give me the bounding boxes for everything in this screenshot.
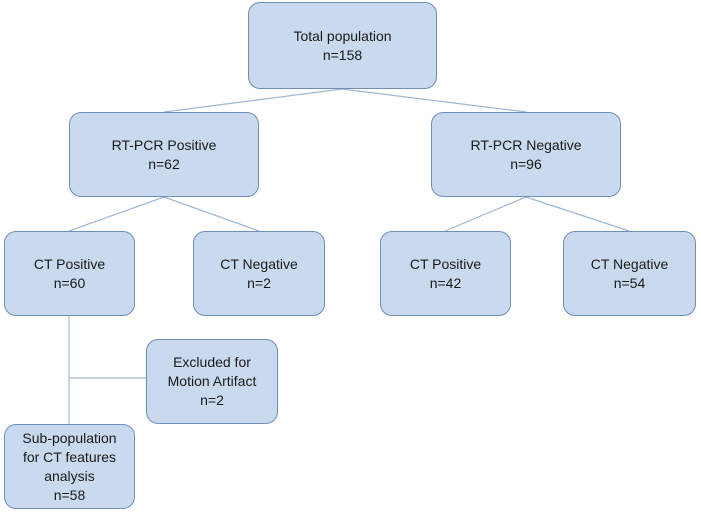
node-label: CT Negative — [590, 255, 669, 272]
node-count: n=158 — [322, 46, 363, 63]
node-label: Motion Artifact — [167, 373, 257, 389]
connector-pcrneg-to-ctpos — [444, 196, 527, 232]
node-label: RT-PCR Negative — [470, 136, 582, 153]
node-subpopulation-ct-analysis: Sub-population for CT features analysis … — [4, 424, 135, 509]
node-count: n=2 — [247, 274, 271, 291]
node-label: CT Negative — [220, 255, 298, 272]
node-label: Total population — [293, 27, 392, 44]
node-ct-negative-pcr-negative: CT Negative n=54 — [563, 231, 696, 316]
node-label: Excluded for — [173, 354, 251, 370]
node-count: n=58 — [53, 486, 86, 503]
connector-pcrpos-to-ctpos — [68, 196, 165, 232]
node-label: analysis — [44, 467, 95, 484]
node-ct-positive-pcr-negative: CT Positive n=42 — [380, 231, 511, 316]
node-count: n=2 — [200, 392, 224, 408]
connector-total-to-pcrpos — [163, 88, 343, 113]
node-rtpcr-negative: RT-PCR Negative n=96 — [431, 112, 621, 197]
node-excluded-motion-artifact: Excluded for Motion Artifact n=2 — [146, 339, 278, 424]
node-count: n=54 — [613, 274, 646, 291]
connector-total-to-pcrneg — [341, 88, 527, 113]
node-label: for CT features — [22, 448, 117, 465]
connector-pcrpos-to-ctneg — [163, 196, 260, 232]
connector-pcrneg-to-ctneg — [525, 196, 630, 232]
node-count: n=62 — [148, 155, 180, 172]
node-label: RT-PCR Positive — [111, 136, 217, 153]
node-label: CT Positive — [33, 255, 106, 272]
node-count: n=96 — [510, 155, 542, 172]
node-count: n=42 — [429, 274, 462, 291]
node-count: n=60 — [53, 274, 86, 291]
node-total-population: Total population n=158 — [248, 2, 437, 89]
node-label: Sub-population — [22, 429, 117, 446]
node-label: CT Positive — [409, 255, 482, 272]
node-rtpcr-positive: RT-PCR Positive n=62 — [69, 112, 259, 197]
node-ct-negative-pcr-positive: CT Negative n=2 — [193, 231, 325, 316]
node-ct-positive-pcr-positive: CT Positive n=60 — [4, 231, 135, 316]
